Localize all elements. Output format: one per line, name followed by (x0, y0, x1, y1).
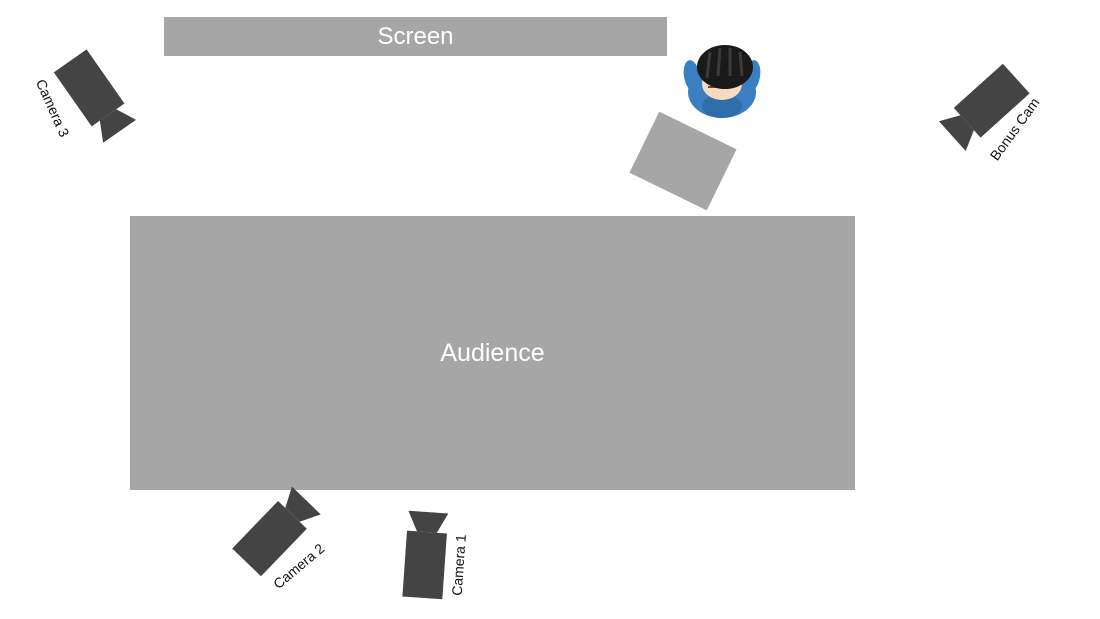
screen-block: Screen (164, 17, 667, 56)
audience-label: Audience (440, 338, 545, 367)
presenter-icon (683, 45, 761, 118)
screen-label: Screen (377, 22, 454, 50)
audience-block: Audience (130, 216, 855, 490)
